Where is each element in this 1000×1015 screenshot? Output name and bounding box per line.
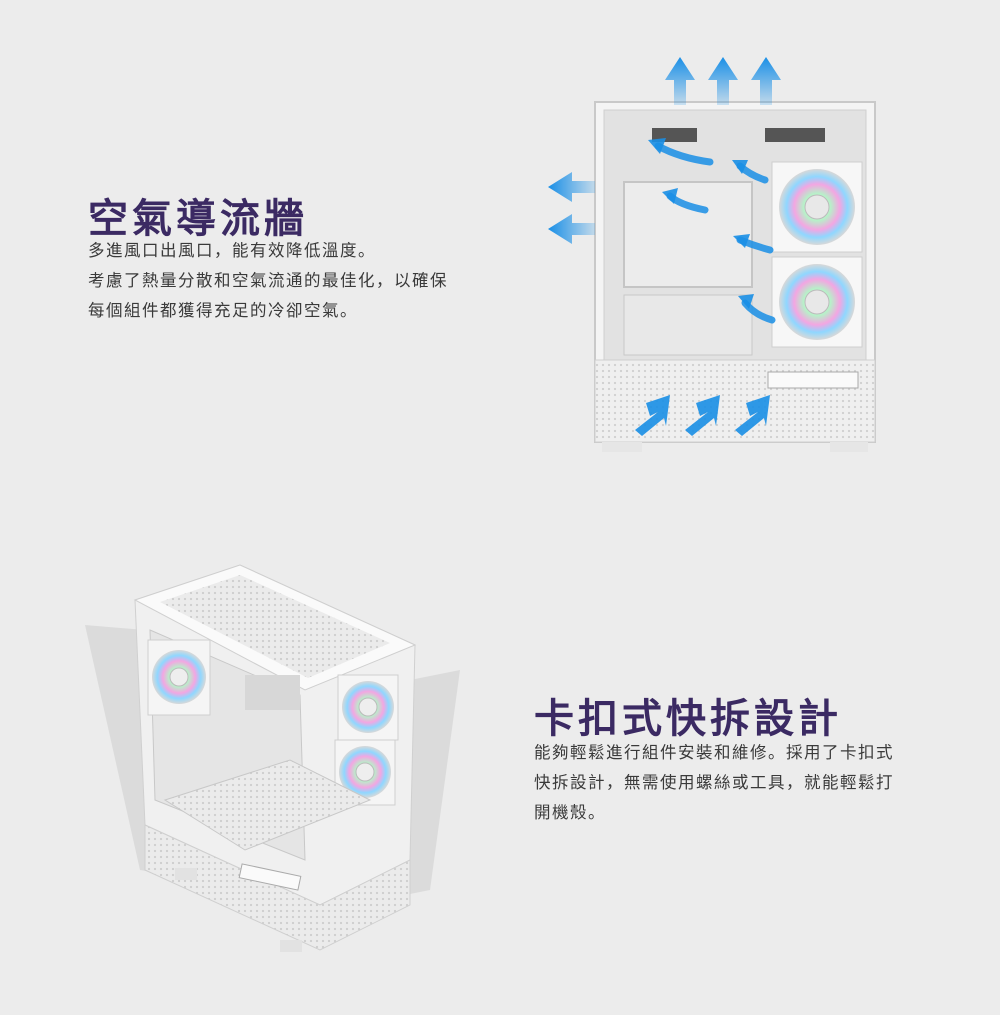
arrow-icon	[665, 57, 781, 105]
section1-line-1: 多進風口出風口，能有效降低溫度。	[88, 241, 376, 260]
section1-line-3: 每個組件都獲得充足的冷卻空氣。	[88, 301, 358, 320]
section2-line-3: 開機殼。	[534, 803, 606, 822]
rgb-fan-icon	[147, 639, 211, 716]
section2-description: 能夠輕鬆進行組件安裝和維修。採用了卡扣式 快拆設計，無需使用螺絲或工具，就能輕鬆…	[534, 738, 894, 828]
quick-release-case-illustration	[85, 564, 460, 952]
section1-title: 空氣導流牆	[88, 196, 308, 242]
section2-line-1: 能夠輕鬆進行組件安裝和維修。採用了卡扣式	[534, 743, 894, 762]
rgb-fan-icon	[337, 674, 399, 741]
rgb-fan-icon	[771, 161, 863, 253]
section1-description: 多進風口出風口，能有效降低溫度。 考慮了熱量分散和空氣流通的最佳化，以確保 每個…	[88, 236, 448, 326]
section2-title: 卡扣式快拆設計	[534, 696, 842, 742]
arrow-icon	[548, 172, 595, 244]
section2-line-2: 快拆設計，無需使用螺絲或工具，就能輕鬆打	[534, 773, 894, 792]
section1-line-2: 考慮了熱量分散和空氣流通的最佳化，以確保	[88, 271, 448, 290]
airflow-case-illustration	[548, 57, 876, 452]
rgb-fan-icon	[771, 256, 863, 348]
